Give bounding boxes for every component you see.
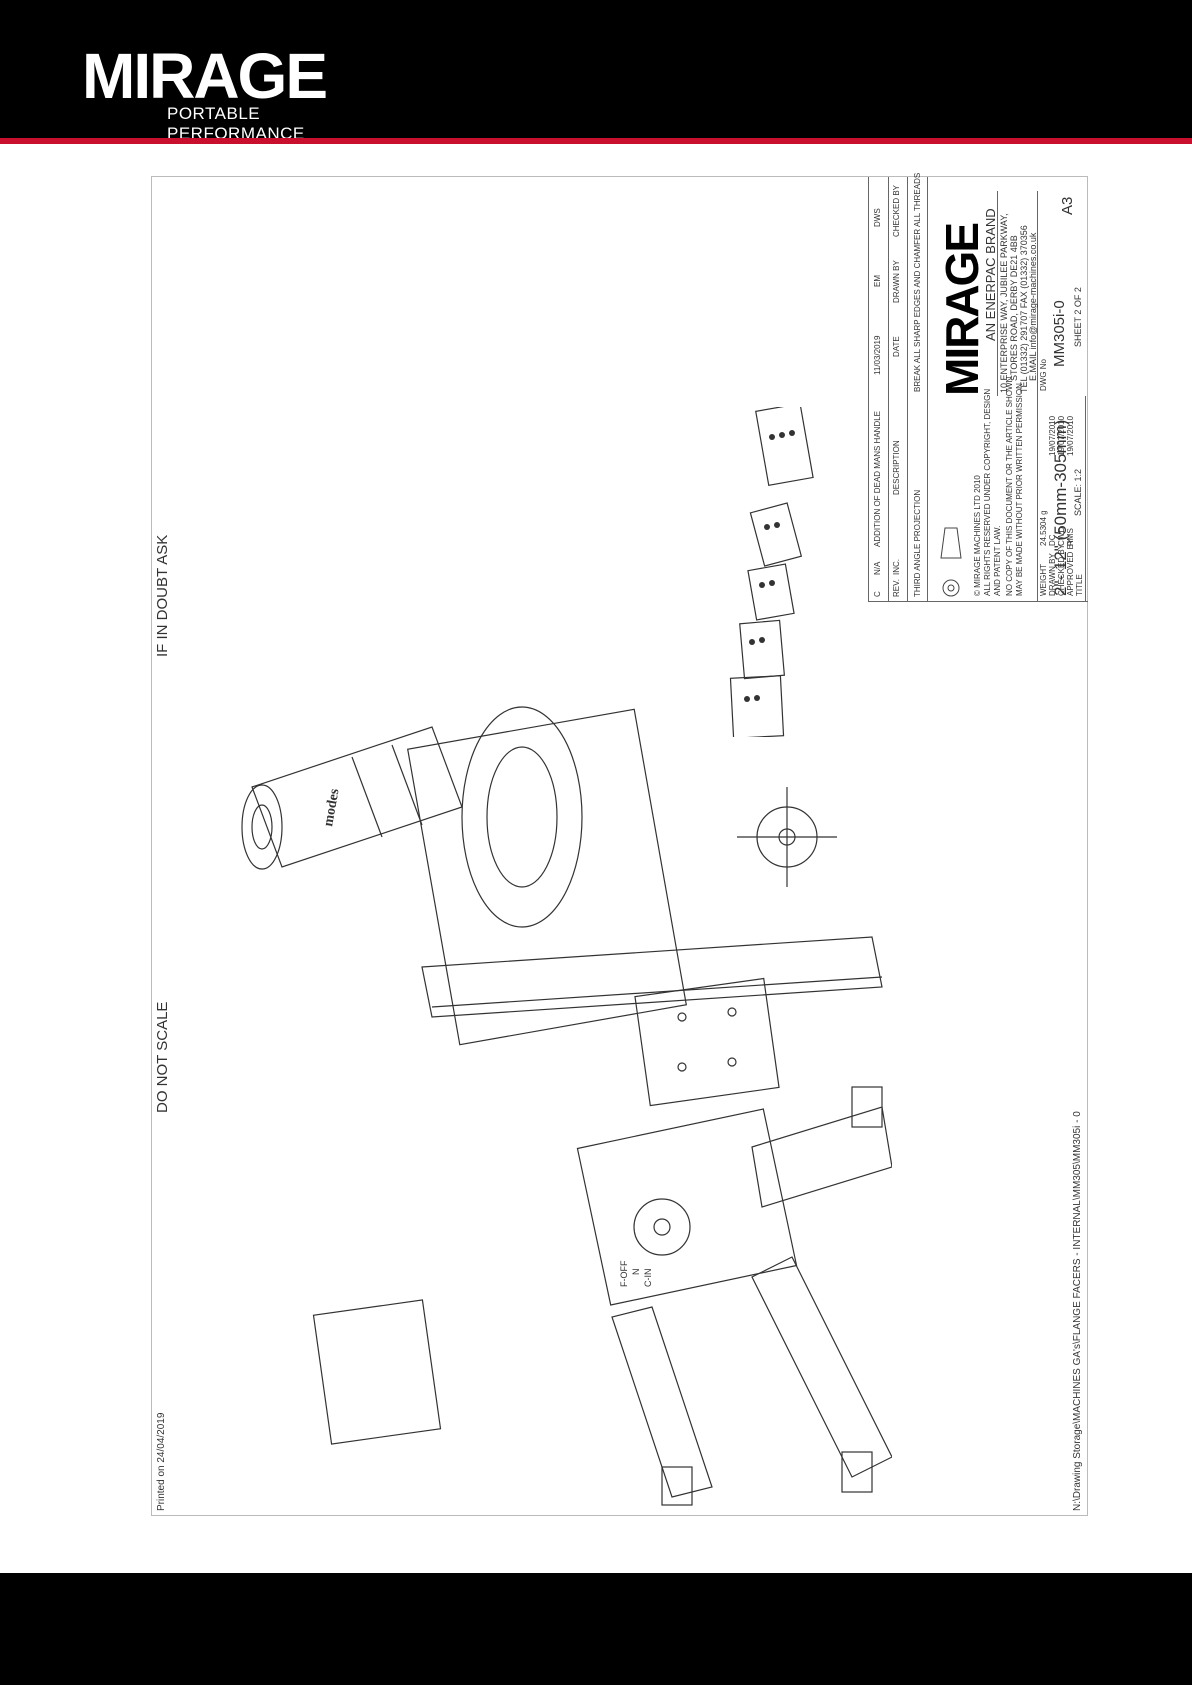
- projection-label: THIRD ANGLE PROJECTION: [913, 489, 922, 597]
- page-footer: [0, 1573, 1192, 1685]
- revision-row: C N/A ADDITION OF DEAD MANS HANDLE 11/03…: [869, 177, 889, 601]
- logo-wordmark: MIRAGE: [82, 40, 328, 112]
- description-header: DESCRIPTION: [892, 440, 901, 495]
- copyright-line-5: MAY BE MADE WITHOUT PRIOR WRITTEN PERMIS…: [1015, 383, 1024, 596]
- inc-value: N/A: [873, 561, 882, 575]
- revision-drawn-by: EM: [873, 275, 882, 287]
- exploded-inserts-drawing: [729, 407, 814, 737]
- tool-brand-label: modes: [321, 787, 342, 828]
- copyright-line-3: AND PATENT LAW.: [993, 525, 1002, 596]
- copyright-line-1: © MIRAGE MACHINES LTD 2010: [973, 475, 982, 596]
- gear-label-f: F-OFF: [619, 1260, 629, 1287]
- rev-value: C: [873, 591, 882, 597]
- drawing-sheet: Printed on 24/04/2019 DO NOT SCALE IF IN…: [151, 173, 1088, 1516]
- edges-note: BREAK ALL SHARP EDGES AND CHAMFER ALL TH…: [913, 172, 922, 392]
- date-header: DATE: [892, 336, 901, 357]
- address-line-2: STORES ROAD, DERBY DE21 4BB: [1009, 235, 1019, 381]
- paper-size: A3: [1059, 196, 1076, 215]
- title-cell: 2"- 12" (50mm-305mm) SCALE: 1:2: [1037, 396, 1088, 601]
- copyright-line-2: ALL RIGHTS RESERVED UNDER COPYRIGHT, DES…: [983, 388, 992, 596]
- drawn-by-header: DRAWN BY: [892, 260, 901, 303]
- sheet-number: SHEET 2 OF 2: [1073, 287, 1083, 347]
- dwg-number-cell: DWG No MM305i-0 SHEET 2 OF 2 A3: [1037, 177, 1088, 396]
- inc-header: INC.: [892, 559, 901, 575]
- gear-label-n: N: [631, 1269, 641, 1276]
- address-line-1: 10 ENTERPRISE WAY, JUBILEE PARKWAY,: [999, 213, 1009, 393]
- checked-by-header: CHECKED BY: [892, 184, 901, 237]
- dwg-label: DWG No: [1039, 359, 1048, 391]
- drawing-scale: SCALE: 1:2: [1073, 468, 1083, 516]
- drawing-title: 2"- 12" (50mm-305mm): [1051, 419, 1070, 596]
- file-path-note: N:\Drawing Storage\MACHINES GA's\FLANGE …: [1072, 1111, 1083, 1511]
- address-cell: 10 ENTERPRISE WAY, JUBILEE PARKWAY, STOR…: [997, 191, 1038, 396]
- dwg-number: MM305i-0: [1051, 300, 1068, 367]
- brand-cell: MIRAGE AN ENERPAC BRAND: [927, 191, 998, 396]
- approvals-cell: WEIGHT 24.5304 g DRAWN BY DC 19/07/2010 …: [1037, 396, 1086, 602]
- do-not-scale-note: DO NOT SCALE: [154, 1001, 171, 1113]
- title-block: C N/A ADDITION OF DEAD MANS HANDLE 11/03…: [868, 173, 1088, 602]
- edges-note-row: THIRD ANGLE PROJECTION BREAK ALL SHARP E…: [907, 173, 928, 601]
- if-in-doubt-note: IF IN DOUBT ASK: [154, 534, 171, 657]
- copyright-line-4: NO COPY OF THIS DOCUMENT OR THE ARTICLE …: [1005, 376, 1014, 596]
- page-header: MIRAGE PORTABLE PERFORMANCE: [0, 0, 1192, 143]
- revision-header-row: REV. INC. DESCRIPTION DATE DRAWN BY CHEC…: [888, 177, 908, 601]
- revision-checked-by: DWS: [873, 208, 882, 227]
- gear-label-c: C-IN: [643, 1269, 653, 1288]
- projection-copyright-cell: © MIRAGE MACHINES LTD 2010 ALL RIGHTS RE…: [927, 377, 1038, 602]
- third-angle-projection-icon: [940, 527, 962, 597]
- header-accent-rule: [0, 138, 1192, 144]
- revision-description: ADDITION OF DEAD MANS HANDLE: [873, 410, 882, 547]
- machine-assembly-drawing: modes F-OFF N C-IN: [241, 706, 892, 1506]
- rev-header: REV.: [892, 579, 901, 597]
- brand-logo: MIRAGE: [936, 224, 988, 396]
- printed-on-note: Printed on 24/04/2019: [156, 1412, 167, 1511]
- brand-subtitle: AN ENERPAC BRAND: [983, 208, 998, 341]
- mirage-logo: MIRAGE PORTABLE PERFORMANCE: [82, 40, 382, 143]
- revision-date: 11/03/2019: [873, 335, 882, 375]
